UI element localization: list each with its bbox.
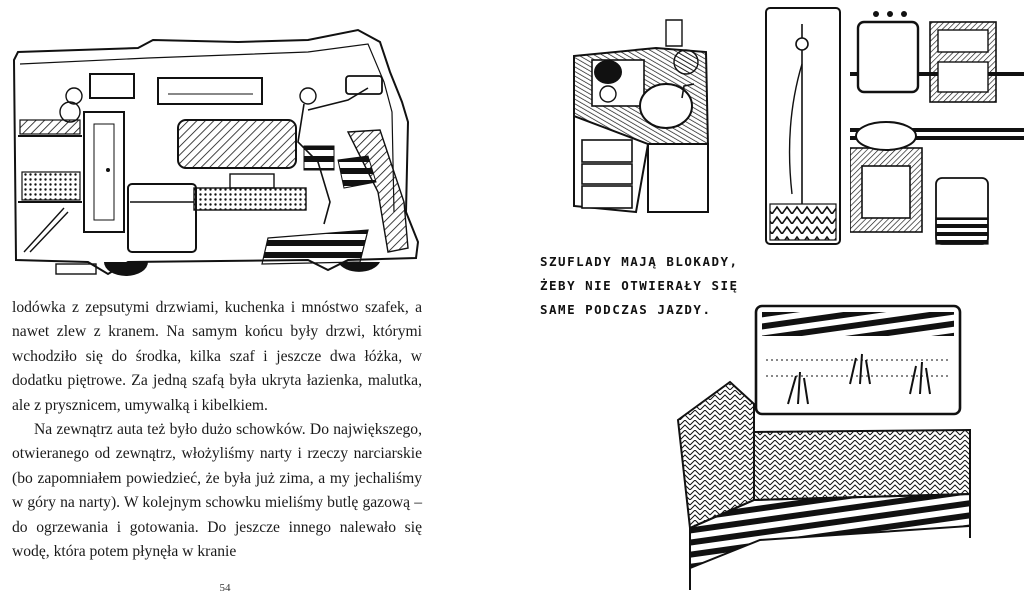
illustration-caption: SZUFLADY MAJĄ BLOKADY, ŻEBY NIE OTWIERAŁ… [540, 250, 800, 322]
page-number: 54 [219, 582, 231, 594]
right-page: SZUFLADY MAJĄ BLOKADY, ŻEBY NIE OTWIERAŁ… [520, 0, 1024, 597]
bathroom-illustration [850, 11, 1024, 245]
paragraph: Na zewnątrz auta też było dużo schowków.… [12, 421, 422, 561]
caption-line: SZUFLADY MAJĄ BLOKADY, [540, 254, 739, 269]
camper-illustration [12, 28, 420, 276]
shower-illustration [765, 7, 841, 245]
sofa-illustration [676, 304, 971, 590]
kitchen-illustration [573, 19, 710, 214]
left-page: lodówka z zepsutymi drzwiami, kuchenka i… [12, 28, 422, 594]
caption-line: SAME PODCZAS JAZDY. [540, 302, 712, 317]
caption-line: ŻEBY NIE OTWIERAŁY SIĘ [540, 278, 739, 293]
body-text: lodówka z zepsutymi drzwiami, kuchenka i… [12, 296, 422, 564]
paragraph: lodówka z zepsutymi drzwiami, kuchenka i… [12, 299, 422, 414]
